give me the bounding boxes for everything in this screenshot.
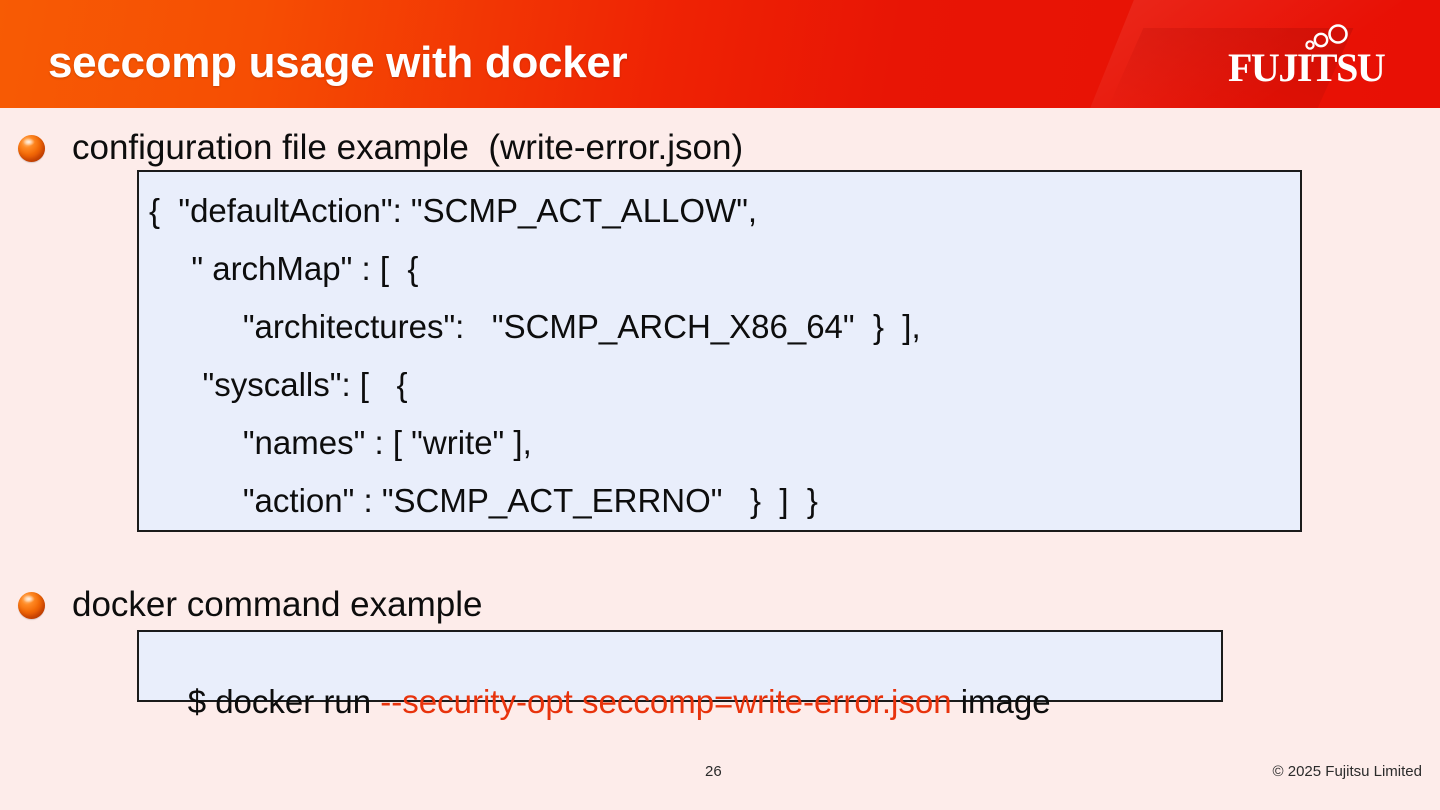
code-line: { "defaultAction": "SCMP_ACT_ALLOW", [149,192,758,229]
bullet-docker-command-example: docker command example [18,585,482,625]
fujitsu-logo: FUJITSU [1228,24,1398,90]
slide-header: seccomp usage with docker FUJITSU [0,0,1440,108]
fujitsu-logo-wordmark: FUJITSU [1228,45,1386,90]
docker-command-block: $ docker run --security-opt seccomp=writ… [137,630,1223,718]
docker-command-prefix: $ docker run [187,683,381,720]
bullet-configuration-file-example: configuration file example (write-error.… [18,128,743,168]
bullet-label: configuration file example (write-error.… [72,128,744,167]
code-line: "names" : [ "write" ], [197,424,532,461]
code-line: "action" : "SCMP_ACT_ERRNO" } ] } [197,482,818,519]
docker-command-highlight: --security-opt seccomp=write-error.json [380,683,952,720]
configuration-code-block: { "defaultAction": "SCMP_ACT_ALLOW", " a… [137,170,1302,532]
docker-command-suffix: image [951,683,1051,720]
code-line: "syscalls": [ { [175,366,408,403]
copyright-notice: © 2025 Fujitsu Limited [1272,763,1422,780]
code-line: " archMap" : [ { [173,250,419,287]
page-title: seccomp usage with docker [48,38,628,87]
bullet-label: docker command example [72,585,483,624]
bullet-dot-icon [18,134,45,162]
code-line: "architectures": "SCMP_ARCH_X86_64" } ], [197,308,921,345]
docker-command-line: $ docker run --security-opt seccomp=writ… [151,652,1051,751]
page-number: 26 [705,763,722,780]
fujitsu-logo-circles-icon [1305,24,1348,50]
bullet-dot-icon [18,591,45,619]
